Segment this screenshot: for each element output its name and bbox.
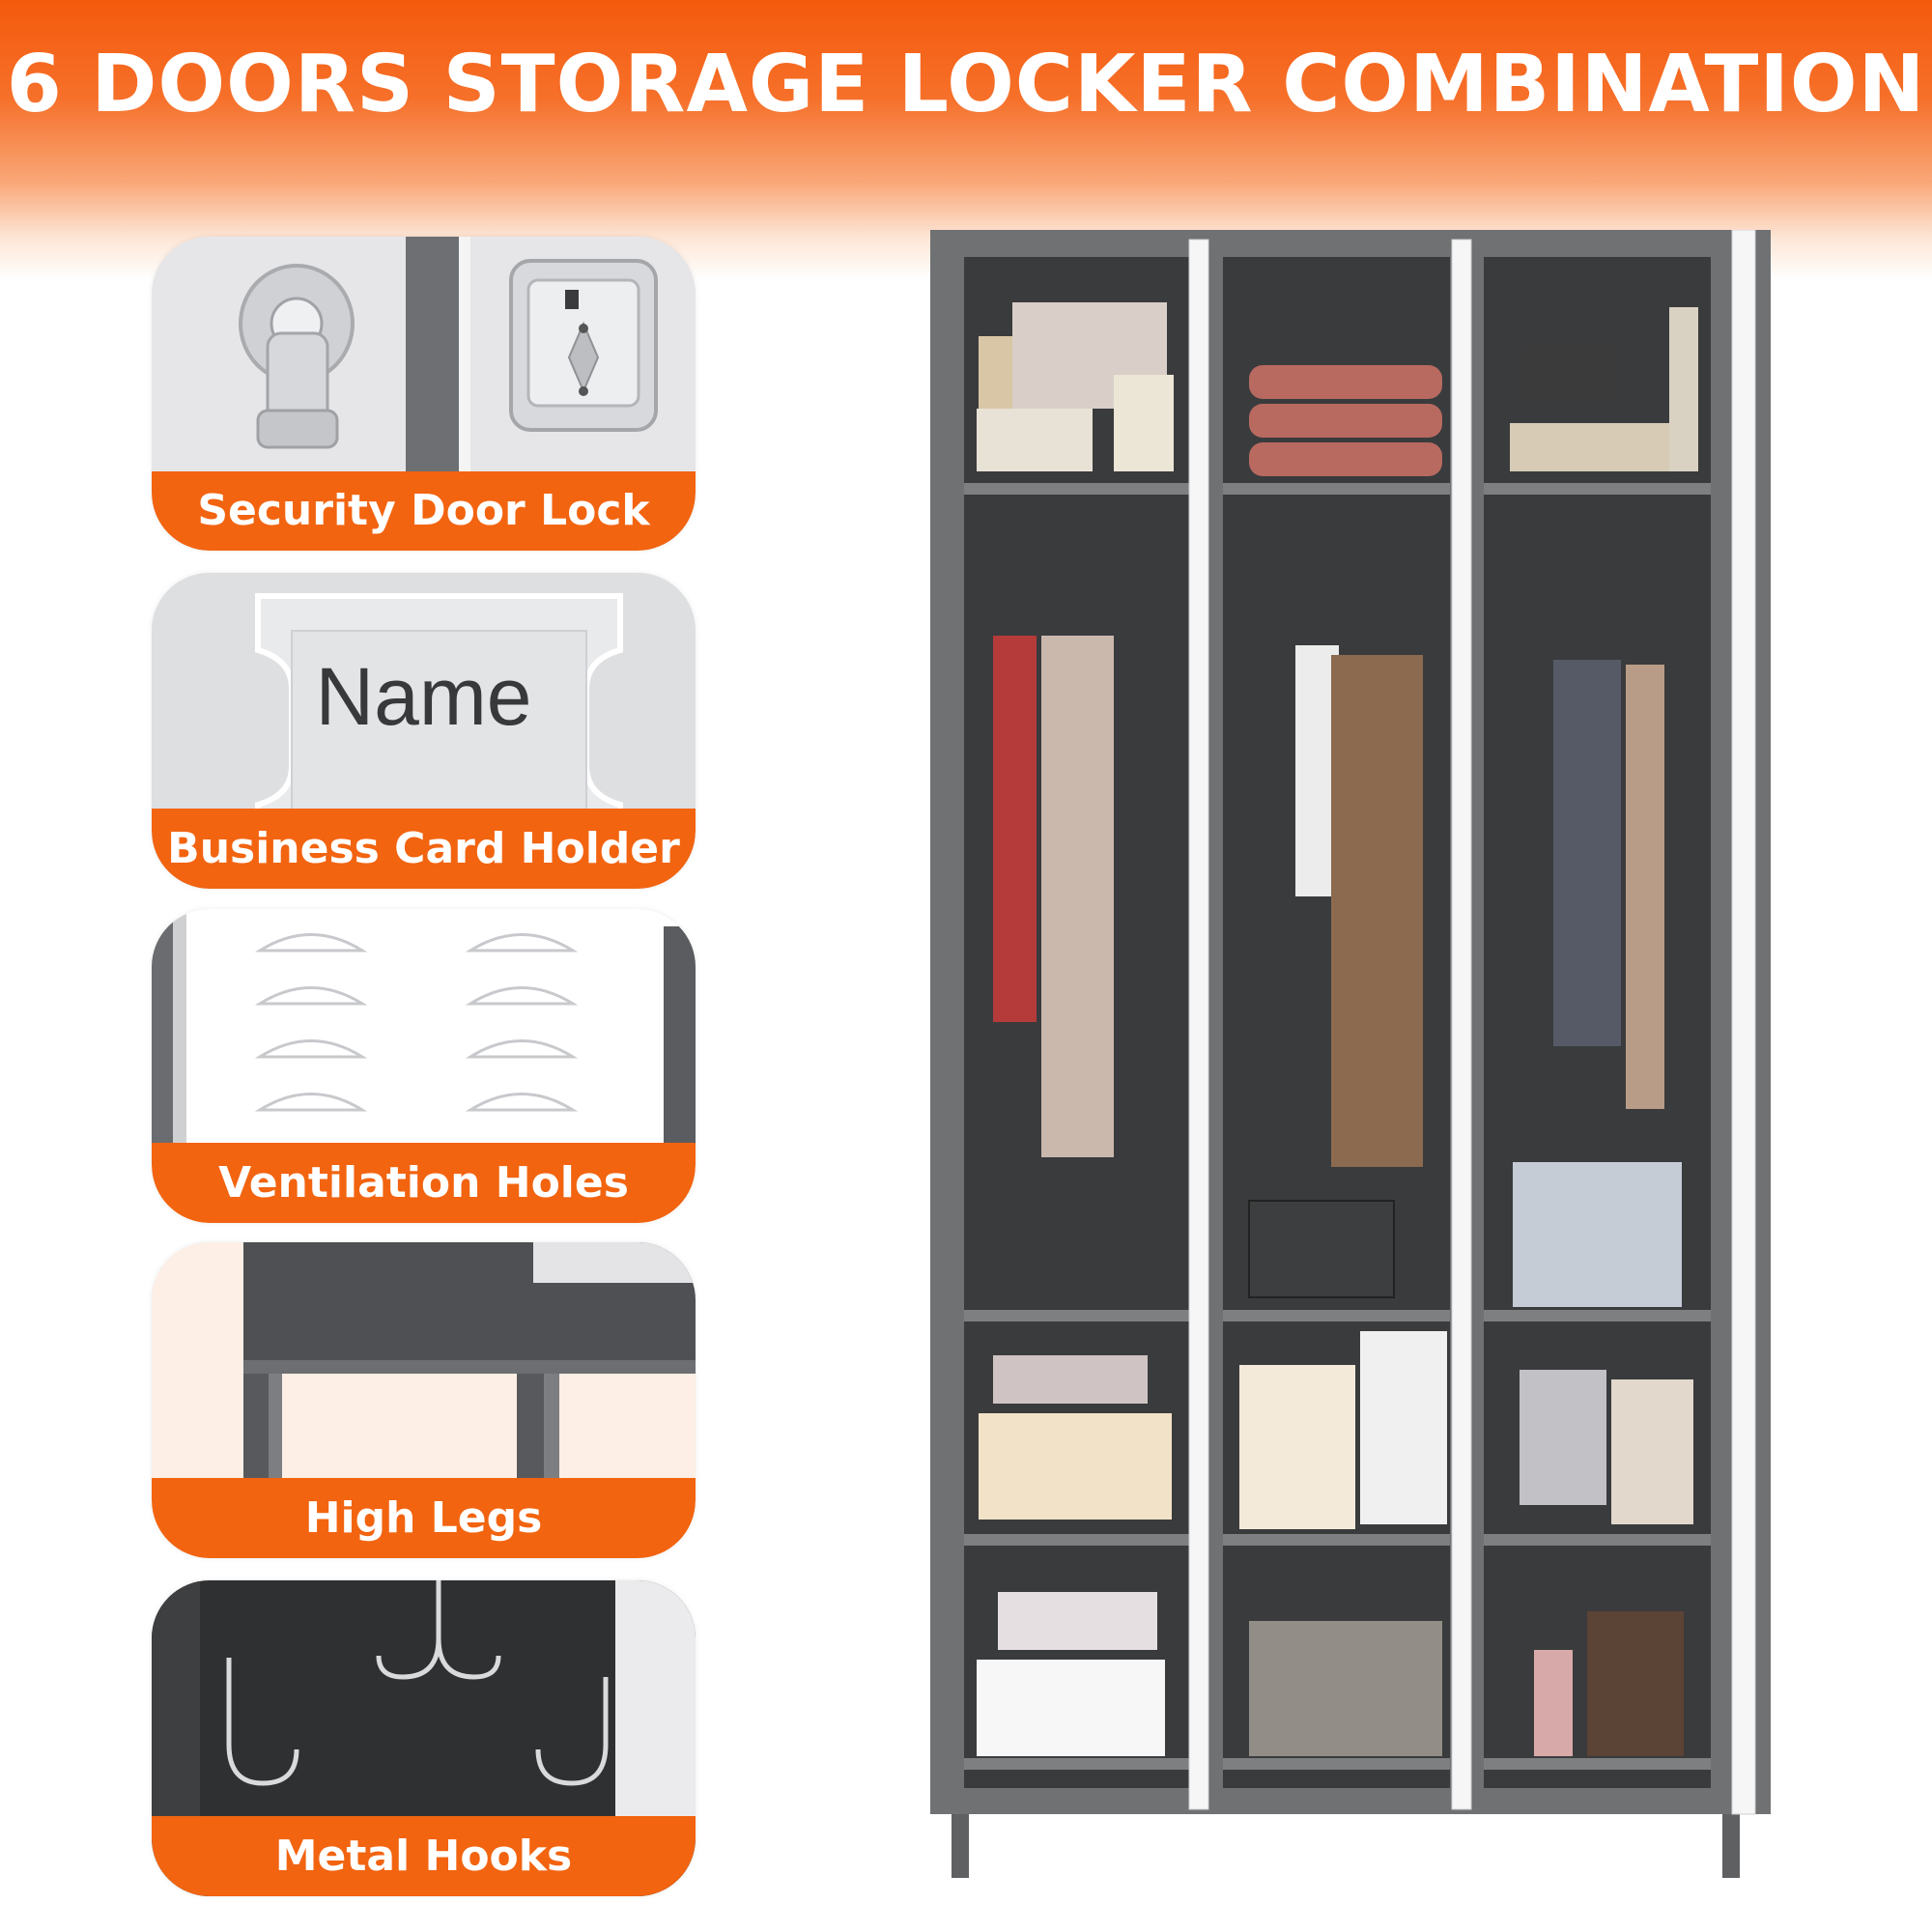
feature-card-high-legs: High Legs — [152, 1242, 696, 1558]
card-latch-icon — [509, 259, 658, 432]
feature-label: Ventilation Holes — [152, 1143, 696, 1223]
vent-slots-icon — [254, 933, 579, 1112]
feature-label: Metal Hooks — [152, 1816, 696, 1896]
page-title: 6 DOORS STORAGE LOCKER COMBINATION — [6, 39, 1926, 130]
locker-cabinet-illustration — [930, 230, 1771, 1878]
column-right — [1484, 230, 1756, 1815]
feature-card-ventilation: Ventilation Holes — [152, 909, 696, 1223]
name-plate-text: Name — [315, 651, 532, 742]
feature-card-security-lock: Security Door Lock — [152, 237, 696, 551]
column-middle — [1223, 239, 1472, 1810]
hook-icon — [226, 1580, 609, 1786]
leg — [1722, 1814, 1740, 1878]
feature-label: Business Card Holder — [152, 809, 696, 889]
lock-icon — [239, 264, 355, 449]
feature-label: Security Door Lock — [152, 471, 696, 551]
feature-card-business-card-holder: Name Business Card Holder — [152, 573, 696, 889]
column-left — [964, 239, 1209, 1810]
feature-card-metal-hooks: Metal Hooks — [152, 1580, 696, 1896]
feature-label: High Legs — [152, 1478, 696, 1558]
lock-photo — [152, 237, 696, 551]
leg — [952, 1814, 969, 1878]
